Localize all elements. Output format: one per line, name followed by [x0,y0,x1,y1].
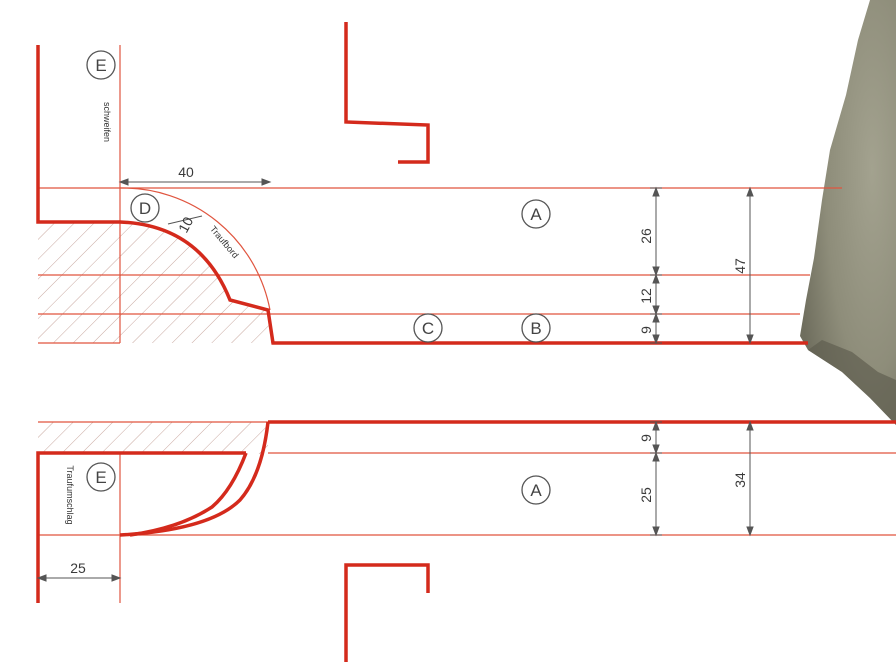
dim-40: 40 [178,164,194,180]
dim-12: 12 [638,288,654,304]
marker-d [130,193,160,223]
label-c: C [422,319,434,338]
label-traufbord: Traufbord [208,224,241,260]
z-profile-bottom [344,563,430,662]
dim-9-bottom: 9 [638,434,654,442]
label-d: D [139,199,151,218]
hatched-area-top [38,222,273,343]
label-e-top: E [95,56,106,75]
left-vertical-profile [36,45,808,345]
dim-26: 26 [638,228,654,244]
circle-marker-labels: E D A C B E A [95,56,542,500]
dim-25-horizontal: 25 [70,560,86,576]
bottom-profile-upper [119,421,270,537]
dim-9-top: 9 [638,326,654,334]
marker-b [521,313,551,343]
dim-34: 34 [732,472,748,488]
stone-slate-image [800,0,896,425]
guide-lines [38,45,896,603]
bottom-profile-lower [129,452,248,537]
label-schweifen: schweifen [102,102,112,142]
label-b: B [530,319,541,338]
marker-e-top [86,50,116,80]
circle-markers [86,50,551,505]
profile-lines [36,22,896,662]
marker-a-bottom [521,475,551,505]
label-a-bottom: A [530,481,542,500]
dimension-labels: 40 10 26 12 9 47 9 25 34 25 [70,164,748,576]
label-a-top: A [530,205,542,224]
marker-e-bottom [86,462,116,492]
dim-47: 47 [732,258,748,274]
label-e-bottom: E [95,468,106,487]
marker-a-top [521,199,551,229]
z-profile-top [344,22,430,164]
hatched-area-bottom [38,422,268,454]
dim-25-vertical: 25 [638,487,654,503]
dim-10: 10 [175,214,197,235]
label-traufumschlag: Traufumschlag [65,465,75,524]
marker-c [413,313,443,343]
bottom-left-profile [36,451,246,603]
dimension-lines [36,178,754,582]
